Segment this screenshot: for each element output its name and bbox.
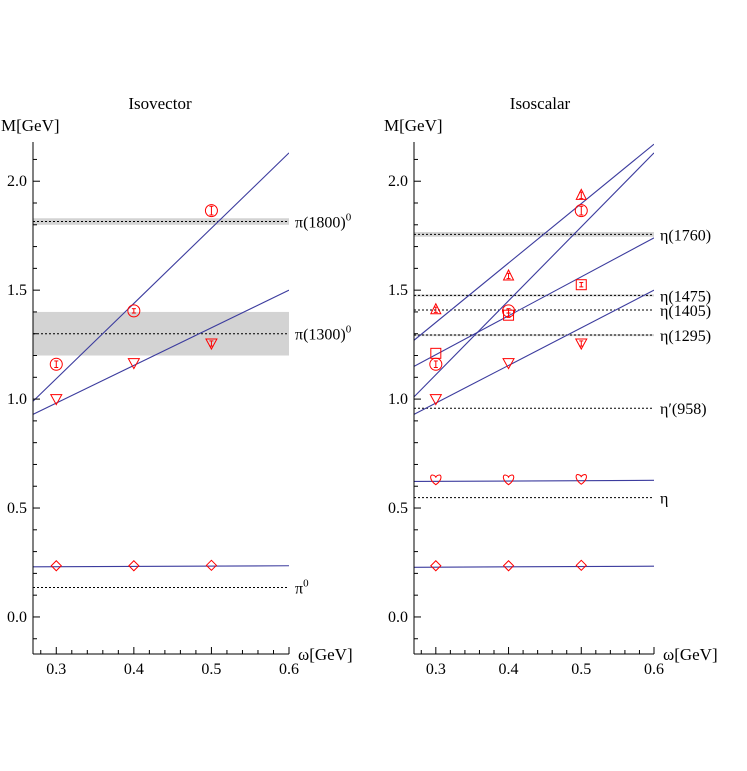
- x-tick-label: 0.6: [279, 661, 299, 678]
- data-point-circle: [429, 357, 443, 371]
- reference-label: π(1300)0: [295, 324, 352, 344]
- data-point-square: [575, 279, 587, 291]
- data-point-circle: [127, 304, 141, 318]
- fit-lines: [414, 143, 654, 568]
- data-point-heart: [575, 474, 587, 485]
- y-tick-label: 0.5: [7, 500, 27, 517]
- data-point-diamond: [205, 559, 218, 572]
- reference-label-text: η(1405): [660, 303, 711, 320]
- chart-title: Isoscalar: [510, 94, 571, 113]
- reference-lines: π(1800)0π(1300)0π0: [33, 212, 352, 598]
- reference-label-text: η(1760): [660, 227, 711, 244]
- y-tick-label: 1.5: [7, 282, 27, 299]
- y-tick-label: 1.0: [7, 391, 27, 408]
- data-point-triangle-down: [502, 358, 515, 370]
- y-axis-label: M[GeV]: [384, 116, 443, 135]
- reference-label: η(1405): [660, 303, 711, 320]
- x-axis-label: ω[GeV]: [298, 645, 353, 664]
- data-point-triangle-down: [205, 338, 218, 351]
- reference-label-text: π(1800): [295, 215, 346, 232]
- x-tick-label: 0.4: [124, 661, 144, 678]
- fit-line: [33, 289, 289, 415]
- reference-label: η(1295): [660, 328, 711, 345]
- reference-label-text: π: [295, 581, 303, 598]
- fit-lines: [33, 152, 289, 568]
- y-tick-label: 0.0: [388, 609, 408, 626]
- reference-label-text: π(1300): [295, 327, 346, 344]
- reference-label: η: [660, 491, 668, 508]
- reference-label-sup: 0: [346, 212, 352, 224]
- fit-line: [414, 237, 654, 367]
- reference-label-text: η′(958): [660, 401, 707, 418]
- reference-label-text: η: [660, 491, 668, 508]
- data-point-circle: [574, 204, 588, 218]
- x-axis-label: ω[GeV]: [663, 645, 718, 664]
- data-points: [49, 204, 218, 572]
- reference-label: π0: [295, 578, 309, 598]
- fit-line: [414, 479, 654, 482]
- reference-label: η′(958): [660, 401, 707, 418]
- x-tick-label: 0.5: [201, 661, 221, 678]
- fit-line: [414, 152, 654, 398]
- reference-label-sup: 0: [303, 578, 309, 590]
- panel-isoscalar: η(1760) η(1475)η(1405) η(1295) η′(958) η 0.0 0…: [384, 94, 718, 678]
- data-point-diamond: [50, 560, 62, 572]
- data-point-triangle-up: [502, 268, 515, 281]
- data-point-triangle-up: [575, 188, 588, 200]
- y-axis-label: M[GeV]: [1, 116, 60, 135]
- reference-label-sup: 0: [346, 324, 352, 336]
- data-point-triangle-down: [574, 338, 588, 351]
- y-tick-label: 1.0: [388, 391, 408, 408]
- y-tick-label: 2.0: [7, 173, 27, 190]
- data-point-triangle-up: [430, 302, 442, 315]
- fit-line: [414, 289, 654, 415]
- fit-line: [414, 565, 654, 568]
- reference-label: η(1475): [660, 288, 711, 305]
- chart-title: Isovector: [128, 94, 192, 113]
- fit-line: [414, 143, 654, 341]
- data-point-diamond: [128, 560, 140, 572]
- data-point-diamond: [502, 560, 515, 572]
- data-point-triangle-down: [49, 394, 63, 406]
- fit-line: [33, 152, 289, 402]
- x-tick-label: 0.3: [46, 661, 66, 678]
- data-point-diamond: [575, 559, 587, 572]
- data-point-triangle-down: [127, 358, 141, 370]
- data-point-triangle-down: [429, 394, 443, 406]
- x-tick-label: 0.6: [644, 661, 664, 678]
- reference-lines: η(1760) η(1475)η(1405) η(1295) η′(958) η: [414, 227, 711, 508]
- data-point-circle: [502, 304, 516, 318]
- data-points: [429, 188, 588, 572]
- y-tick-label: 1.5: [388, 282, 408, 299]
- reference-label: η(1760): [660, 227, 711, 244]
- reference-label-text: η(1475): [660, 288, 711, 305]
- y-tick-label: 0.5: [388, 500, 408, 517]
- reference-label-text: η(1295): [660, 328, 711, 345]
- x-tick-label: 0.5: [571, 661, 591, 678]
- y-tick-label: 0.0: [7, 609, 27, 626]
- x-tick-label: 0.3: [426, 661, 446, 678]
- y-tick-label: 2.0: [388, 173, 408, 190]
- reference-label: π(1800)0: [295, 212, 352, 232]
- data-point-circle: [204, 204, 218, 218]
- x-tick-label: 0.4: [499, 661, 519, 678]
- data-point-heart: [502, 474, 515, 486]
- data-point-diamond: [430, 560, 442, 572]
- data-point-heart: [430, 474, 442, 486]
- fit-line: [33, 565, 289, 568]
- data-point-circle: [49, 357, 63, 371]
